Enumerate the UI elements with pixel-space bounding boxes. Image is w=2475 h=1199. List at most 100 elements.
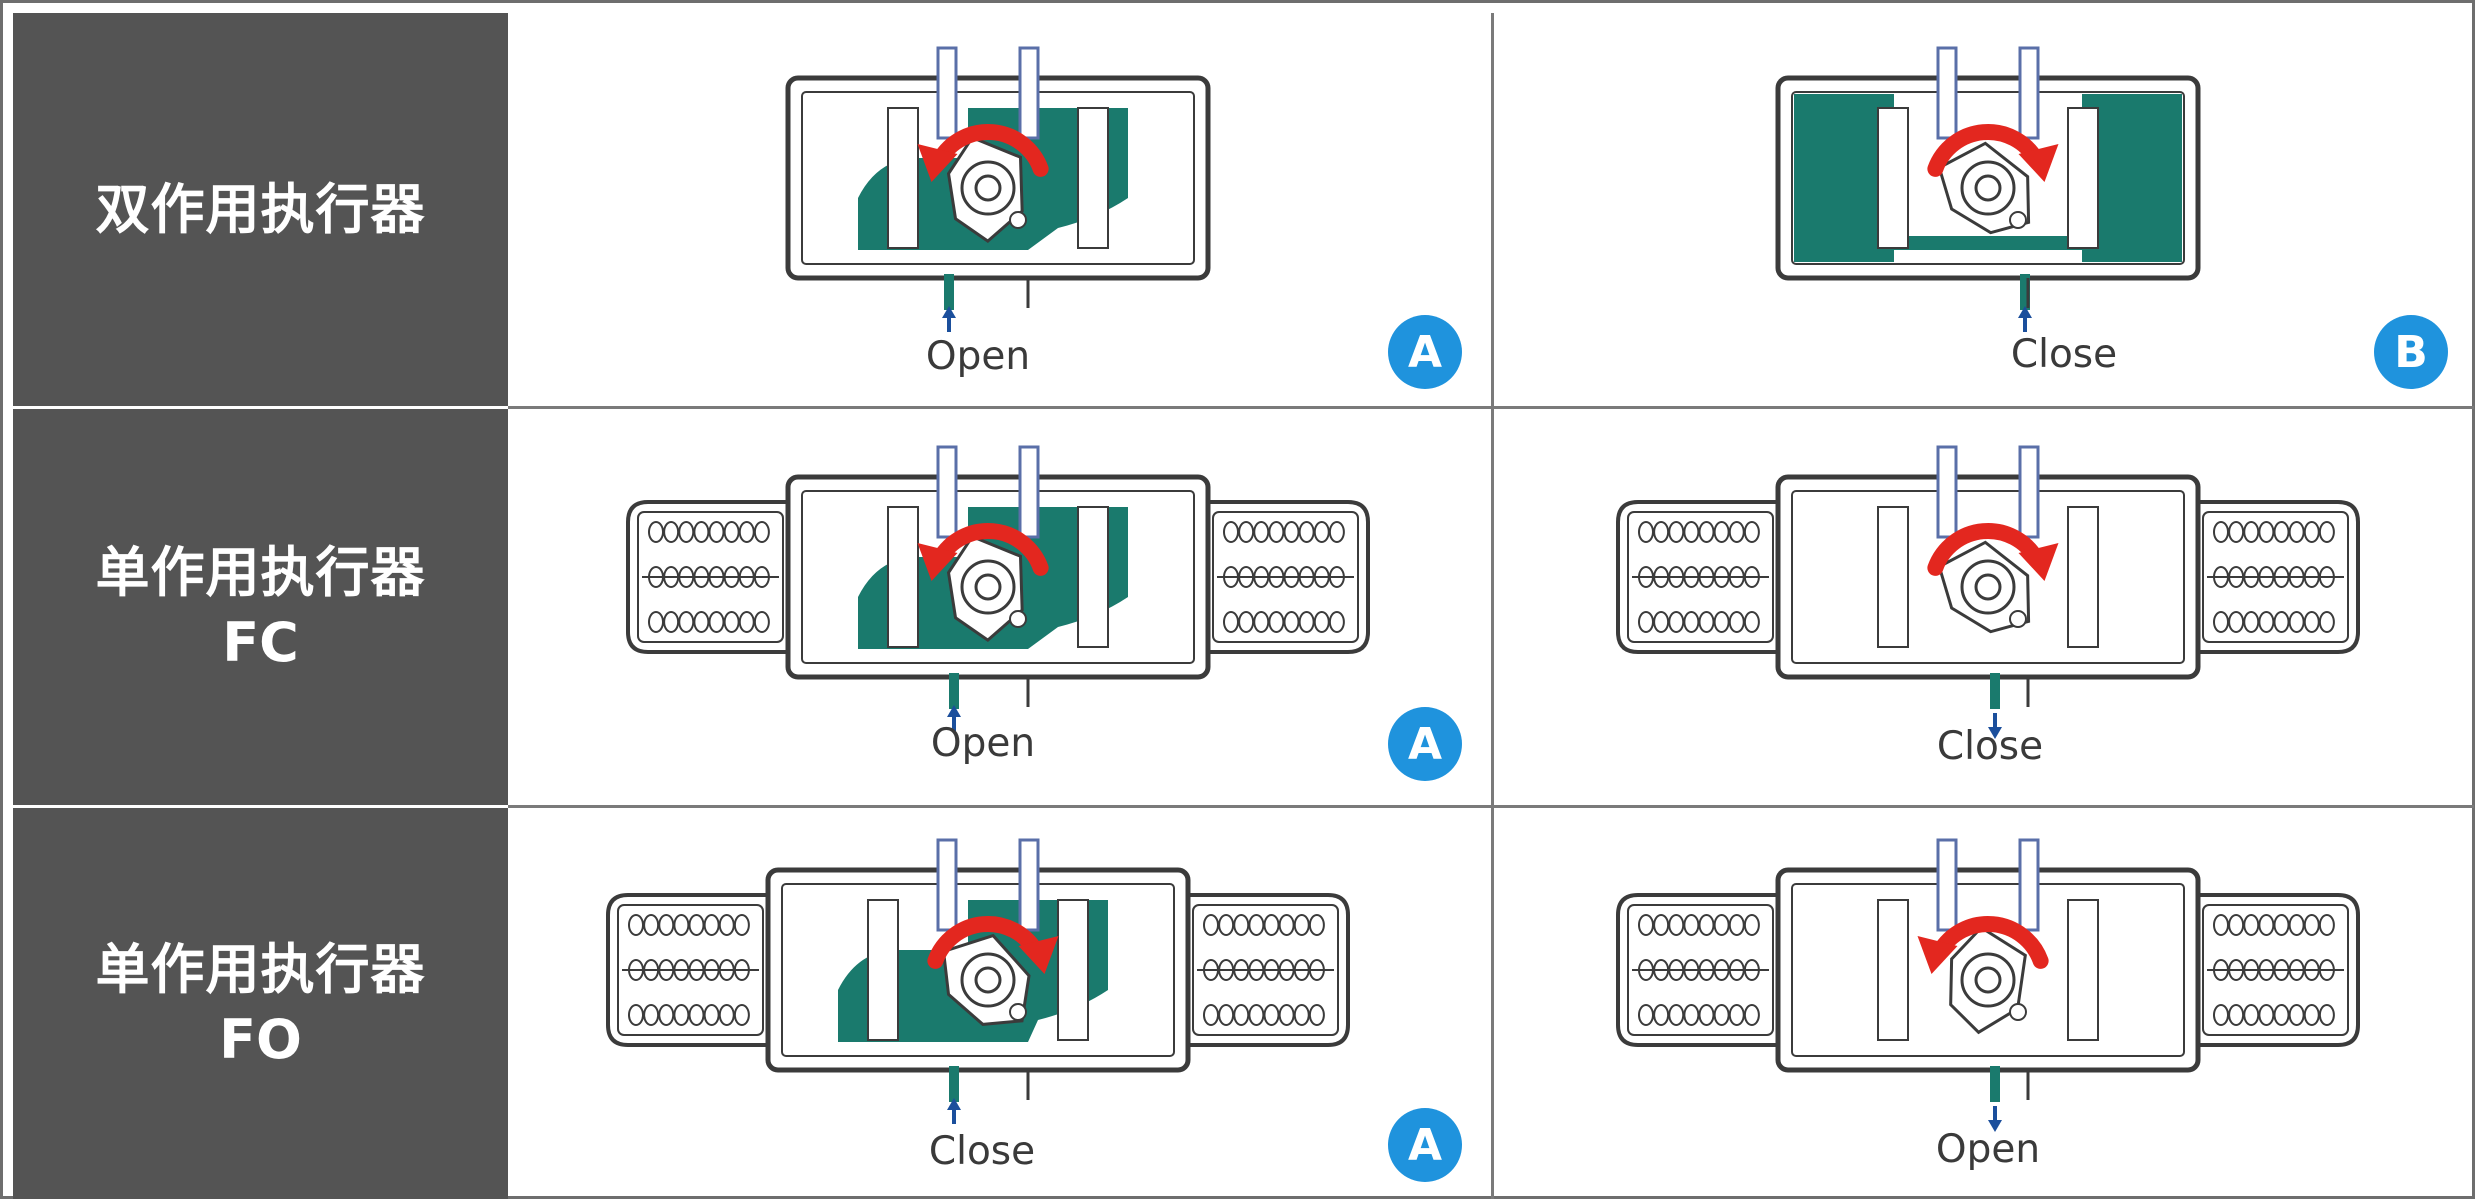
spring-coil xyxy=(1698,521,1715,543)
spring-housing xyxy=(2202,511,2349,643)
flow-caption: Close xyxy=(2010,332,2118,377)
spring-coil xyxy=(1743,611,1760,633)
rotation-arrow-head xyxy=(2018,144,2059,182)
spring-coil xyxy=(2243,521,2260,543)
spring-coil xyxy=(1278,1004,1295,1026)
table-row: 单作用执行器 FO Close A Open xyxy=(3,808,2475,1199)
row-label: 单作用执行器 FO xyxy=(13,808,508,1199)
spring-coil xyxy=(1743,521,1760,543)
pinion-bore xyxy=(974,966,1002,994)
piston-right xyxy=(2067,107,2099,249)
piston-right xyxy=(1077,107,1109,249)
pinion-bolt xyxy=(2009,610,2027,628)
spring-coil xyxy=(1268,611,1285,633)
piston-left xyxy=(867,899,899,1041)
piston-left xyxy=(1877,899,1909,1041)
shaft-stub-left xyxy=(1936,46,1958,140)
diagram-cell-left: Open A xyxy=(508,13,1491,406)
spring-coil xyxy=(2228,914,2245,936)
rotation-arrow xyxy=(1927,124,2045,177)
rotation-arrow xyxy=(1927,523,2045,576)
diagram-cell-right: Close xyxy=(1494,409,2474,805)
actuator-bore xyxy=(801,91,1195,265)
row-label: 双作用执行器 xyxy=(13,13,508,406)
actuator xyxy=(626,445,1370,731)
pinion-hub xyxy=(960,160,1016,216)
spring-coil xyxy=(1223,521,1239,543)
actuator xyxy=(1616,838,2360,1132)
spring-housing xyxy=(1212,511,1359,643)
spring-coil xyxy=(1668,521,1685,543)
spring-coil xyxy=(2318,914,2335,936)
pinion-bore xyxy=(1974,573,2002,601)
spring-coil xyxy=(1728,1004,1745,1026)
spring-coil xyxy=(643,914,660,936)
diagram-cell-left: Close A xyxy=(508,808,1491,1199)
spring-coil xyxy=(1278,914,1295,936)
spring-coil xyxy=(1218,1004,1235,1026)
spring-coil xyxy=(2303,1004,2320,1026)
spring-coil xyxy=(1698,1004,1715,1026)
air-port xyxy=(949,673,959,709)
rotation-arrow-head xyxy=(1917,936,1958,974)
spring-coil xyxy=(2228,611,2245,633)
air-port xyxy=(1990,673,2000,709)
spring-coil xyxy=(2258,1004,2275,1026)
spring-coil xyxy=(2303,914,2320,936)
spring-coil xyxy=(1223,611,1239,633)
pinion-bore xyxy=(974,573,1002,601)
spring-coil xyxy=(1203,1004,1219,1026)
position-badge: B xyxy=(2374,315,2448,389)
spring-coil xyxy=(1293,1004,1310,1026)
spring-coil xyxy=(2273,611,2290,633)
air-port xyxy=(2020,274,2030,310)
spring-coil xyxy=(693,521,710,543)
rotation-arrow-head xyxy=(917,144,958,182)
spring-coil xyxy=(1298,611,1315,633)
spring-coil xyxy=(1713,521,1730,543)
position-badge: A xyxy=(1388,707,1462,781)
spring-housing xyxy=(1627,511,1774,643)
air-port xyxy=(944,274,954,310)
spring-coil xyxy=(2273,521,2290,543)
spring-coil xyxy=(1253,521,1270,543)
spring-coil xyxy=(2303,521,2320,543)
actuator-bore xyxy=(781,883,1175,1057)
spring-coil xyxy=(2318,521,2335,543)
spring-coil xyxy=(1653,611,1670,633)
spring-coil xyxy=(753,611,770,633)
piston-left xyxy=(887,107,919,249)
diagram-cell-right: Close B xyxy=(1494,13,2474,406)
pinion-bore xyxy=(974,174,1002,202)
air-channel xyxy=(1794,236,2182,250)
spring-coil xyxy=(1728,611,1745,633)
single-acting-fc-air-diagram xyxy=(626,445,1370,731)
shaft-stub-right xyxy=(2018,838,2040,932)
flow-arrow-head xyxy=(947,1098,961,1110)
pinion-bolt xyxy=(2009,211,2027,229)
pinion-bolt xyxy=(2009,1003,2027,1021)
spring-coil xyxy=(1298,521,1315,543)
spring-coil xyxy=(1653,521,1670,543)
actuator-bore xyxy=(1791,490,2185,664)
flow-arrow-head xyxy=(1988,727,2002,739)
spring-coil xyxy=(678,611,695,633)
rotation-arrow xyxy=(1931,916,2049,969)
spring-coil xyxy=(2213,1004,2229,1026)
actuator xyxy=(785,46,1211,332)
spring-coil xyxy=(1293,914,1310,936)
spring-coil xyxy=(1233,914,1250,936)
spring-housing xyxy=(1627,904,1774,1036)
row-label: 单作用执行器 FC xyxy=(13,409,508,805)
spring-coil xyxy=(733,914,750,936)
spring-coil xyxy=(1668,1004,1685,1026)
rotation-arrow-head xyxy=(917,543,958,581)
single-acting-fo-air-diagram xyxy=(606,838,1350,1124)
flow-caption: Close xyxy=(928,1129,1036,1174)
spring-coil xyxy=(693,611,710,633)
pinion-bolt xyxy=(1009,1003,1027,1021)
spring-coil xyxy=(688,914,705,936)
spring-coil xyxy=(1308,1004,1325,1026)
spring-coil xyxy=(1698,914,1715,936)
spring-coil xyxy=(1638,611,1654,633)
